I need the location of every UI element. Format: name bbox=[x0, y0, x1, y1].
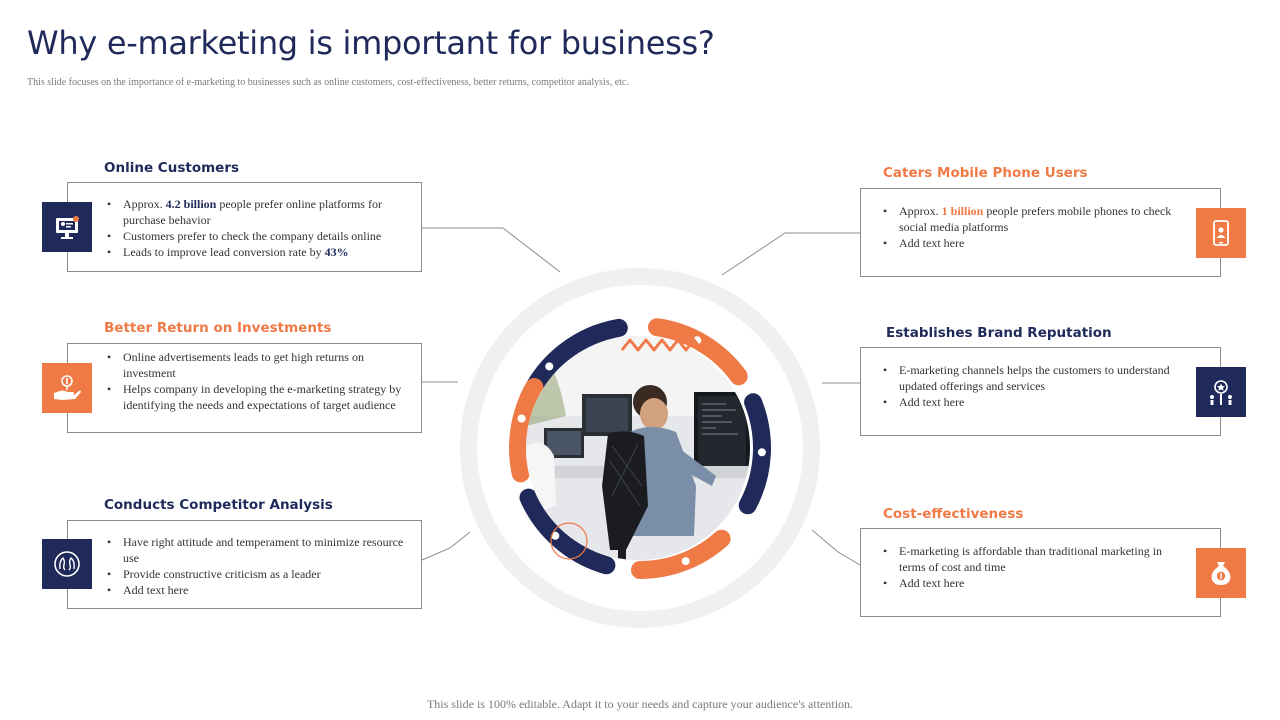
ring-segment-bottom-left bbox=[519, 488, 616, 575]
bullet-list: Approx. 4.2 billion people prefer online… bbox=[105, 196, 405, 260]
ring-dot bbox=[681, 557, 690, 566]
ring-segment-left bbox=[509, 378, 544, 483]
card-brand-reputation: E-marketing channels helps the customers… bbox=[860, 347, 1221, 436]
ring-dot bbox=[551, 531, 560, 540]
card-cost-effectiveness: E-marketing is affordable than tradition… bbox=[860, 528, 1221, 617]
heading-cost-effectiveness: Cost-effectiveness bbox=[883, 506, 1024, 522]
bullet-item: Customers prefer to check the company de… bbox=[105, 228, 405, 244]
bullet-item: E-marketing channels helps the customers… bbox=[881, 362, 1181, 394]
page-title: Why e-marketing is important for busines… bbox=[27, 24, 715, 62]
zigzag-decoration bbox=[620, 338, 720, 352]
heading-mobile-users: Caters Mobile Phone Users bbox=[883, 165, 1088, 181]
heading-brand-reputation: Establishes Brand Reputation bbox=[886, 325, 1112, 341]
ring-dot bbox=[517, 414, 526, 423]
card-mobile-users: Approx. 1 billion people prefers mobile … bbox=[860, 188, 1221, 277]
center-photo bbox=[526, 336, 750, 560]
connector-online-customers bbox=[422, 227, 561, 273]
heading-competitor-analysis: Conducts Competitor Analysis bbox=[104, 497, 333, 513]
bullet-item: Provide constructive criticism as a lead… bbox=[105, 566, 405, 582]
bullet-list: Online advertisements leads to get high … bbox=[105, 349, 405, 413]
bullet-item: Approx. 4.2 billion people prefer online… bbox=[105, 196, 405, 228]
bullet-item: E-marketing is affordable than tradition… bbox=[881, 543, 1181, 575]
page-subtitle: This slide focuses on the importance of … bbox=[27, 77, 629, 88]
bullet-list: E-marketing channels helps the customers… bbox=[881, 362, 1181, 410]
circle-decoration bbox=[550, 522, 588, 560]
bullet-item: Online advertisements leads to get high … bbox=[105, 349, 405, 381]
bullet-item: Add text here bbox=[105, 582, 405, 598]
card-better-return: Online advertisements leads to get high … bbox=[67, 343, 422, 433]
heading-better-return: Better Return on Investments bbox=[104, 320, 332, 336]
bullet-item: Have right attitude and temperament to m… bbox=[105, 534, 405, 566]
bullet-item: Leads to improve lead conversion rate by… bbox=[105, 244, 405, 260]
ring-dot bbox=[757, 448, 766, 457]
monitor-user-icon bbox=[42, 202, 92, 252]
ring-dot bbox=[545, 362, 554, 371]
award-people-icon bbox=[1196, 367, 1246, 417]
hand-money-icon bbox=[42, 363, 92, 413]
heading-online-customers: Online Customers bbox=[104, 160, 240, 176]
bullet-list: E-marketing is affordable than tradition… bbox=[881, 543, 1181, 591]
bullet-item: Approx. 1 billion people prefers mobile … bbox=[881, 203, 1181, 235]
connector-mobile bbox=[721, 232, 860, 276]
bullet-item: Add text here bbox=[881, 235, 1181, 251]
bullet-list: Approx. 1 billion people prefers mobile … bbox=[881, 203, 1181, 251]
connector-cost bbox=[811, 529, 861, 566]
bullet-item: Add text here bbox=[881, 575, 1181, 591]
money-bag-icon bbox=[1196, 548, 1246, 598]
bullet-item: Add text here bbox=[881, 394, 1181, 410]
page-footer: This slide is 100% editable. Adapt it to… bbox=[426, 697, 854, 711]
competitor-heads-icon bbox=[42, 539, 92, 589]
ring-segment-top-right bbox=[648, 318, 748, 386]
card-online-customers: Approx. 4.2 billion people prefer online… bbox=[67, 182, 422, 272]
bullet-item: Helps company in developing the e-market… bbox=[105, 381, 405, 413]
bullet-list: Have right attitude and temperament to m… bbox=[105, 534, 405, 598]
connector-competitor bbox=[421, 531, 471, 561]
developer-at-desk-image bbox=[526, 336, 750, 560]
mobile-user-icon bbox=[1196, 208, 1246, 258]
card-competitor-analysis: Have right attitude and temperament to m… bbox=[67, 520, 422, 609]
